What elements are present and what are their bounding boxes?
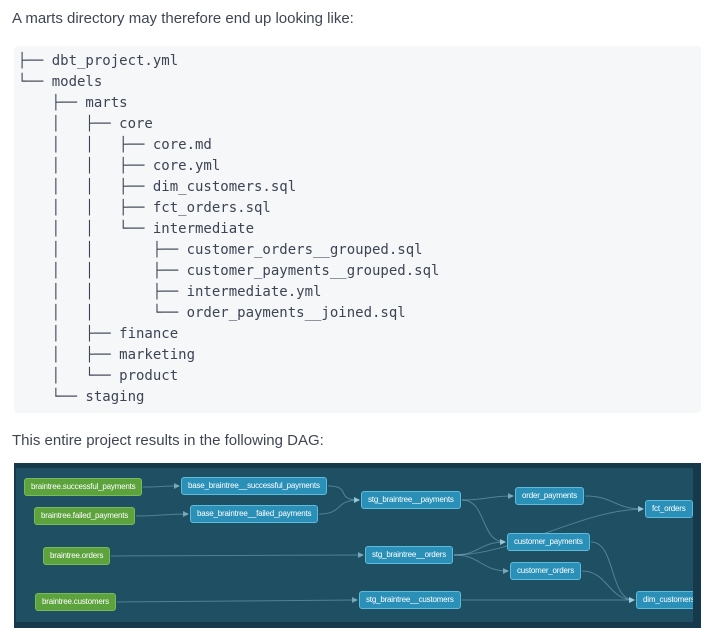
dag-node-fct-orders: fct_orders: [645, 500, 693, 518]
dag-edge-customer-payments-to-dim-customers: [590, 541, 635, 603]
dag-edge-customer-orders-to-dim-customers: [581, 570, 635, 603]
dag-edge-stg-braintree-orders-to-customer-orders: [453, 554, 509, 574]
dag-edge-order-payments-to-fct-orders: [584, 495, 644, 512]
dag-node-dim-customers: dim_customers: [636, 591, 693, 609]
dag-image: braintree.successful_payments braintree.f…: [14, 463, 701, 628]
dag-intro-paragraph: This entire project results in the follo…: [12, 432, 324, 449]
dag-node-base-braintree-failed-payments: base_braintree__failed_payments: [190, 505, 319, 523]
dag-edge-braintree-successful-payments-to-base-braintree-successful-payments: [142, 483, 180, 490]
dag-edge-base-braintree-failed-payments-to-stg-braintree-payments: [318, 497, 360, 515]
dag-node-braintree-customers: braintree.customers: [35, 593, 116, 611]
dag-edge-stg-braintree-payments-to-order-payments: [461, 493, 514, 501]
dag-node-braintree-orders: braintree.orders: [43, 547, 111, 565]
dag-edge-braintree-failed-payments-to-base-braintree-failed-payments: [135, 511, 189, 518]
dag-edges: [110, 483, 644, 604]
dag-node-base-braintree-successful-payments: base_braintree__successful_payments: [181, 477, 327, 495]
dag-edge-braintree-customers-to-stg-braintree-customers: [116, 597, 358, 604]
dag-node-stg-braintree-payments: stg_braintree__payments: [361, 491, 461, 509]
dag-canvas: braintree.successful_payments braintree.f…: [16, 468, 693, 622]
dag-node-stg-braintree-customers: stg_braintree__customers: [359, 591, 461, 609]
dag-node-customer-orders: customer_orders: [510, 562, 582, 580]
dag-node-braintree-failed-payments: braintree.failed_payments: [34, 507, 136, 525]
dag-edge-braintree-orders-to-stg-braintree-orders: [110, 552, 364, 559]
dag-edge-stg-braintree-payments-to-customer-payments: [461, 499, 506, 545]
dag-edge-stg-braintree-orders-to-fct-orders: [453, 506, 644, 556]
dag-node-stg-braintree-orders: stg_braintree__orders: [365, 546, 454, 564]
directory-tree-code-block: ├── dbt_project.yml └── models ├── marts…: [14, 46, 701, 413]
intro-paragraph: A marts directory may therefore end up l…: [12, 10, 354, 27]
dag-node-order-payments: order_payments: [515, 487, 585, 505]
dag-edge-base-braintree-successful-payments-to-stg-braintree-payments: [327, 485, 360, 503]
dag-node-customer-payments: customer_payments: [507, 533, 590, 551]
directory-tree: ├── dbt_project.yml └── models ├── marts…: [18, 53, 440, 405]
dag-edge-stg-braintree-orders-to-customer-payments: [453, 539, 506, 556]
dag-node-braintree-successful-payments: braintree.successful_payments: [24, 478, 143, 496]
